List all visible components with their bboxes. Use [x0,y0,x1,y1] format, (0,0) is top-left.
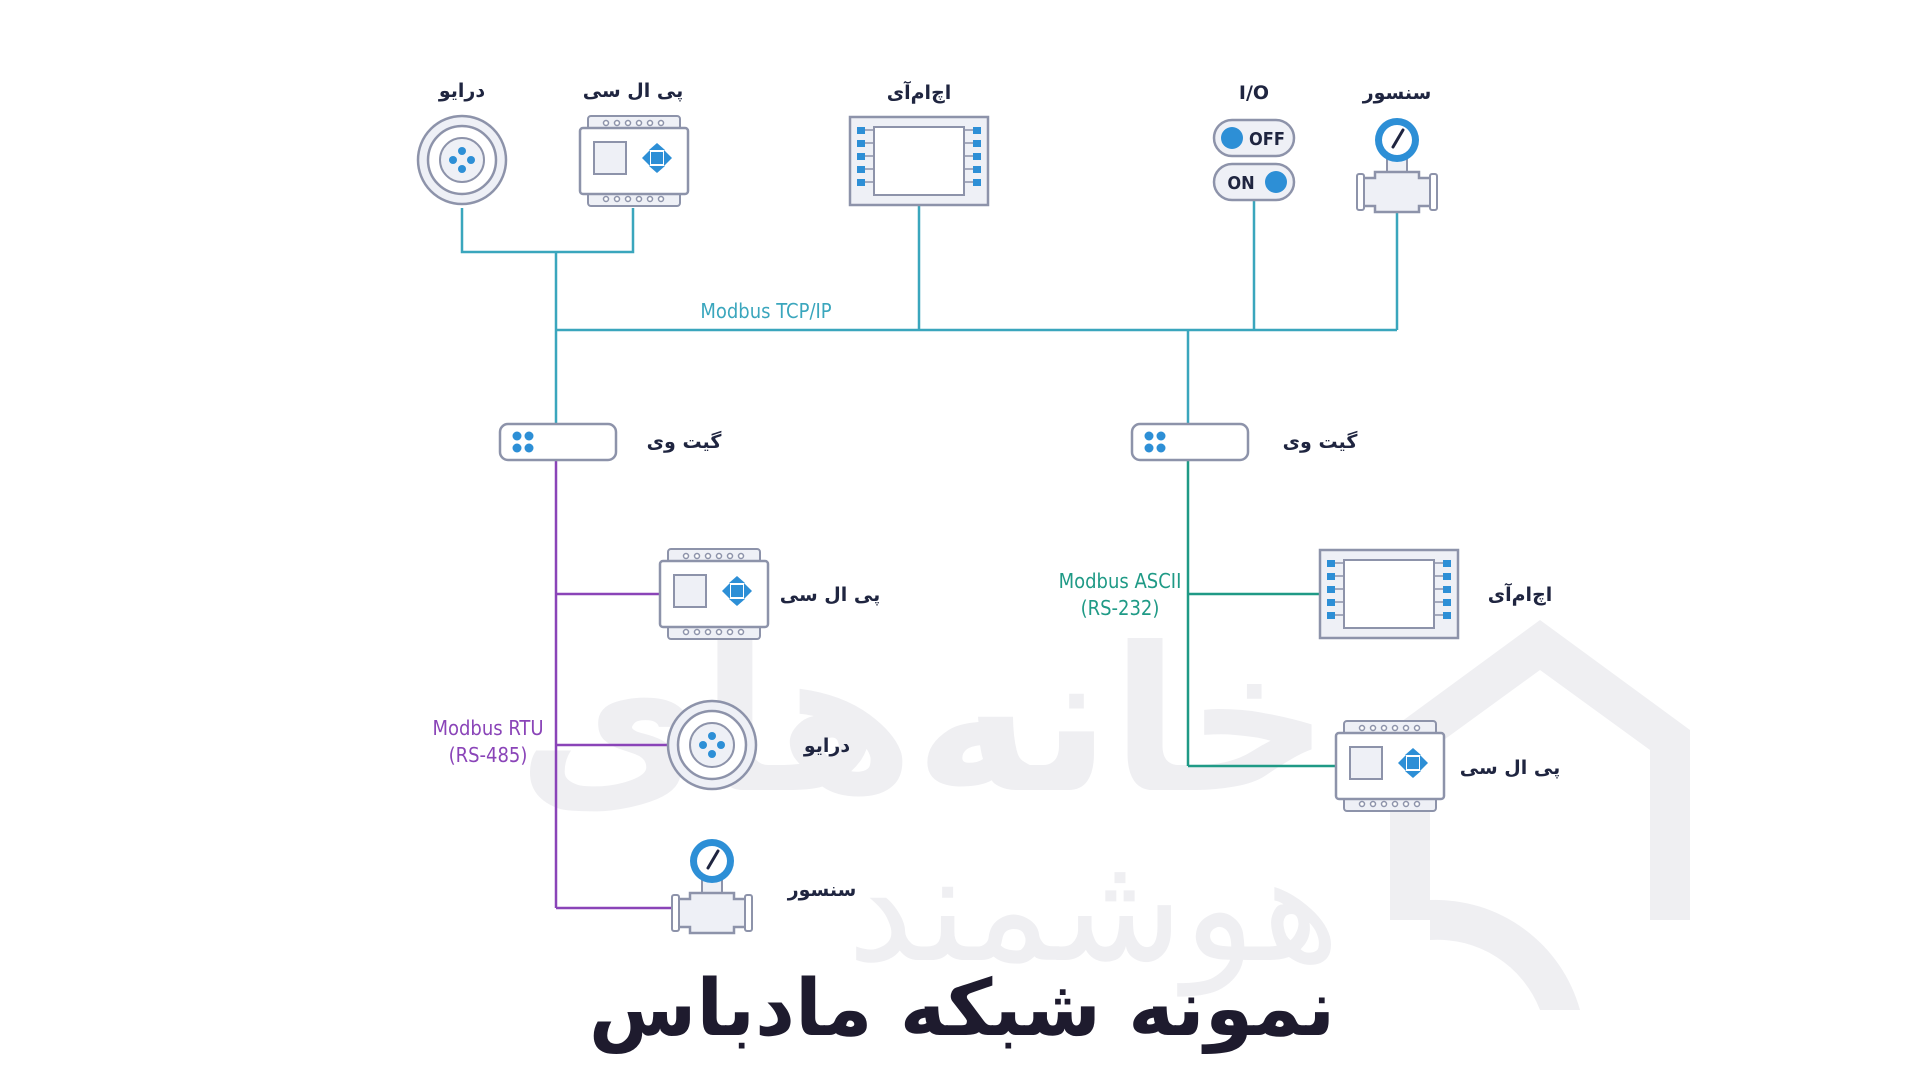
top-plc-label: پی ال سی [583,80,684,102]
io-on-switch: ON [1212,162,1296,202]
top-drive [416,114,508,206]
tcp-link-top-left [460,208,635,254]
ascii-plc-label: پی ال سی [1460,757,1561,779]
sensor-icon [1356,118,1438,214]
io-off-switch: OFF [1212,118,1296,158]
plc-icon [658,548,770,640]
top-drive-label: درایو [438,80,485,102]
top-io-label: I/O [1239,82,1269,104]
watermark-line1: خانه‌های [517,605,1330,838]
hmi-icon [1318,548,1460,640]
plc-icon [1334,720,1446,812]
io-off-text: OFF [1249,129,1285,150]
top-sensor-label: سنسور [1362,82,1432,104]
top-hmi [848,115,990,207]
top-io: OFF ON [1212,118,1296,202]
rtu-label-line2: (RS-485) [449,743,528,767]
top-sensor [1356,118,1438,214]
hmi-icon [848,115,990,207]
ascii-hmi [1318,548,1460,640]
sensor-icon [671,839,753,935]
rtu-label-line1: Modbus RTU [432,716,543,740]
gateway-icon [498,422,618,462]
rtu-drive-label: درایو [803,735,850,757]
tcp-label: Modbus TCP/IP [700,299,831,323]
gateway-right [1130,422,1250,462]
plc-icon [578,115,690,207]
watermark-line2: هوشمند [847,822,1340,997]
rtu-sensor-label: سنسور [787,879,857,901]
watermark-wifi-icon [1430,899,1580,1010]
watermark-house-icon [1390,620,1690,920]
io-on-text: ON [1227,173,1254,194]
top-hmi-label: اچ‌ام‌آی [887,80,952,104]
drive-icon [666,699,758,791]
ascii-lines [1186,460,1336,768]
rtu-plc [658,548,770,640]
gateway-icon [1130,422,1250,462]
tcp-lines [460,198,1399,424]
ascii-label-line2: (RS-232) [1081,596,1160,620]
ascii-hmi-label: اچ‌ام‌آی [1488,582,1553,606]
page-title: نمونه شبکه مادباس [589,964,1335,1054]
gateway-left [498,422,618,462]
ascii-label-line1: Modbus ASCII [1059,569,1182,593]
rtu-sensor [671,839,753,935]
ascii-plc [1334,720,1446,812]
rtu-lines [554,460,682,910]
top-plc [578,115,690,207]
rtu-drive [666,699,758,791]
gateway-right-label: گیت وی [1283,430,1359,453]
watermark: خانه‌های هوشمند [517,605,1690,1010]
drive-icon [416,114,508,206]
rtu-plc-label: پی ال سی [780,584,881,606]
gateway-left-label: گیت وی [647,430,723,453]
